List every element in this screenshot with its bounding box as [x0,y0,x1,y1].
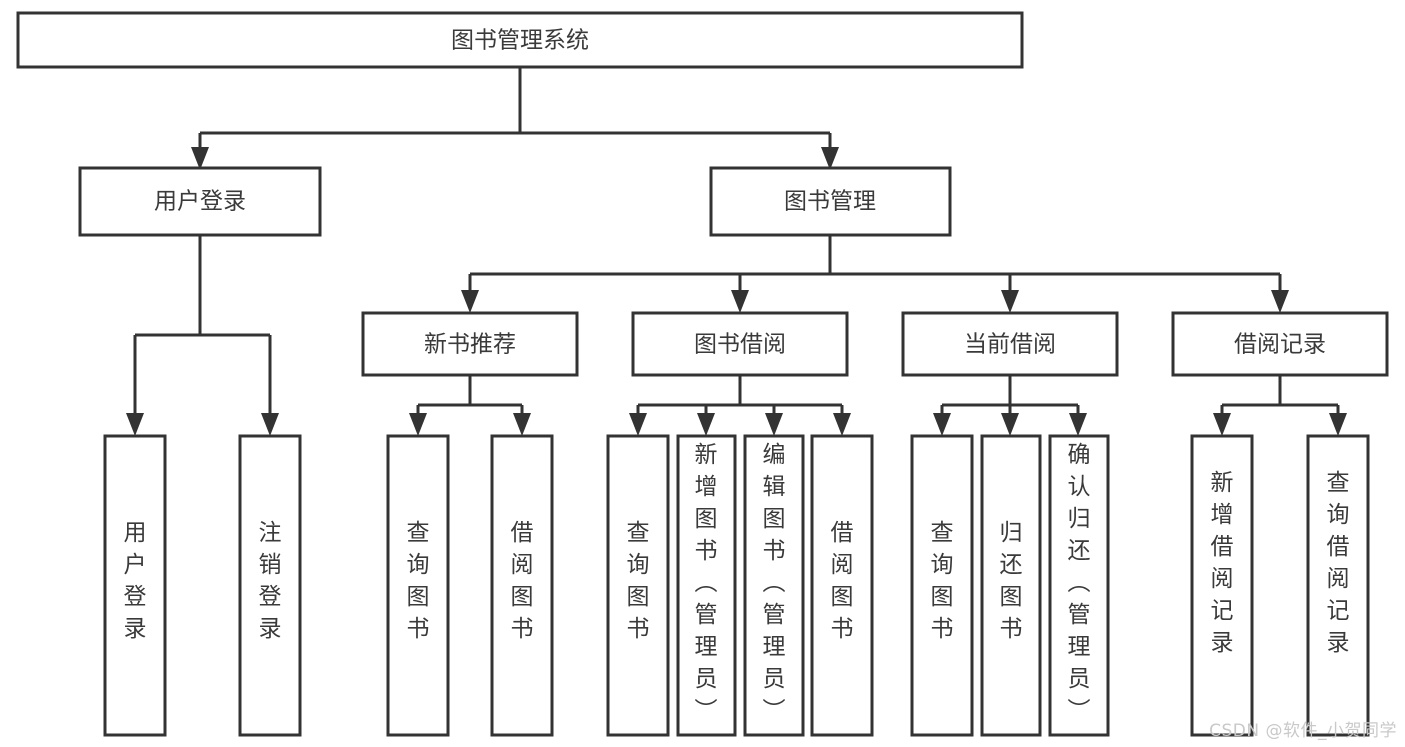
node-leaf-11-label: 确认归还︵管理员︶ [1068,442,1091,724]
node-leaf-2-label: 注销登录 [259,520,282,642]
node-book-manage-label: 图书管理 [784,189,876,215]
node-leaf-7-label: 编辑图书︵管理员︶ [763,442,786,724]
node-current-borrow-label: 当前借阅 [964,332,1056,358]
node-leaf-12-label: 新增借阅记录 [1211,470,1234,656]
node-leaf-6-box[interactable] [676,434,737,737]
node-leaf-6[interactable]: 新增图书︵管理员︶ [676,434,737,737]
arrow-borrow-record-to-leaf-13 [1329,413,1347,436]
arrow-user-login-to-leaf-1 [126,413,144,436]
arrow-book-manage-to-book-borrow [731,290,749,313]
node-leaf-10[interactable]: 归还图书 [980,434,1042,737]
node-leaf-2[interactable]: 注销登录 [238,434,302,737]
node-leaf-13-label: 查询借阅记录 [1327,470,1350,656]
arrow-book-borrow-to-leaf-6 [697,413,715,436]
node-book-borrow-box[interactable] [631,311,849,377]
node-leaf-6-label: 新增图书︵管理员︶ [695,442,718,724]
node-leaf-4-box[interactable] [490,434,554,737]
node-root-label: 图书管理系统 [451,28,589,54]
node-leaf-12[interactable]: 新增借阅记录 [1190,434,1254,737]
node-leaf-13-box[interactable] [1306,434,1370,737]
node-leaf-5-box[interactable] [606,434,670,737]
arrow-root-to-user-login [191,147,209,170]
node-current-borrow-box[interactable] [901,311,1119,377]
edge-book-manage-trunk [468,235,1282,295]
node-leaf-5[interactable]: 查询图书 [606,434,670,737]
node-leaf-4-label: 借阅图书 [511,520,534,642]
arrow-borrow-record-to-leaf-12 [1213,413,1231,436]
node-leaf-7-box[interactable] [743,434,805,737]
node-book-borrow[interactable]: 图书借阅 [631,311,849,377]
edge-borrow-record-trunk [1220,375,1340,418]
node-leaf-8[interactable]: 借阅图书 [810,434,874,737]
arrow-book-manage-to-current-borrow [1001,290,1019,313]
arrow-current-borrow-to-leaf-11 [1069,413,1087,436]
node-leaf-9-label: 查询图书 [931,520,954,642]
arrow-current-borrow-to-leaf-9 [933,413,951,436]
arrow-new-book-rec-to-leaf-3 [409,413,427,436]
node-leaf-2-box[interactable] [238,434,302,737]
csdn-watermark: CSDN @软件_小贺同学 [1209,721,1397,741]
node-leaf-11[interactable]: 确认归还︵管理员︶ [1048,434,1110,737]
arrow-book-borrow-to-leaf-5 [629,413,647,436]
node-new-book-rec[interactable]: 新书推荐 [361,311,579,377]
arrow-user-login-to-leaf-2 [261,413,279,436]
leaf-layer: 用户登录 注销登录 查询图书 借阅图书 查询图书 新增图书︵管理员︶ 编辑图书︵… [103,434,1370,737]
node-leaf-1[interactable]: 用户登录 [103,434,167,737]
node-root-box[interactable] [16,11,1024,69]
node-current-borrow[interactable]: 当前借阅 [901,311,1119,377]
node-leaf-1-box[interactable] [103,434,167,737]
node-leaf-9-box[interactable] [910,434,974,737]
edge-new-book-rec-trunk [416,375,524,418]
node-user-login-label: 用户登录 [154,189,246,215]
node-book-borrow-label: 图书借阅 [694,332,786,358]
node-leaf-13[interactable]: 查询借阅记录 [1306,434,1370,737]
node-user-login[interactable]: 用户登录 [78,166,322,237]
node-leaf-8-label: 借阅图书 [831,520,854,642]
node-leaf-8-box[interactable] [810,434,874,737]
arrow-book-borrow-to-leaf-8 [833,413,851,436]
node-new-book-rec-box[interactable] [361,311,579,377]
node-book-manage[interactable]: 图书管理 [709,166,952,237]
node-leaf-3-label: 查询图书 [407,520,430,642]
edge-layer [126,67,1347,436]
node-user-login-box[interactable] [78,166,322,237]
arrow-book-manage-to-borrow-record [1271,290,1289,313]
arrow-current-borrow-to-leaf-10 [1001,413,1019,436]
node-leaf-3[interactable]: 查询图书 [386,434,450,737]
edge-book-borrow-trunk [636,375,844,418]
node-book-manage-box[interactable] [709,166,952,237]
arrow-new-book-rec-to-leaf-4 [513,413,531,436]
edge-current-borrow-trunk [940,375,1080,418]
node-leaf-3-box[interactable] [386,434,450,737]
edge-root-trunk [198,67,832,152]
arrow-root-to-book-manage [821,147,839,170]
node-leaf-9[interactable]: 查询图书 [910,434,974,737]
node-borrow-record[interactable]: 借阅记录 [1171,311,1389,377]
edge-user-login-trunk [133,235,272,418]
node-leaf-7[interactable]: 编辑图书︵管理员︶ [743,434,805,737]
node-borrow-record-label: 借阅记录 [1234,332,1326,358]
node-leaf-5-label: 查询图书 [627,520,650,642]
arrow-book-manage-to-new-book-rec [461,290,479,313]
node-leaf-1-label: 用户登录 [124,520,147,642]
node-borrow-record-box[interactable] [1171,311,1389,377]
node-leaf-10-box[interactable] [980,434,1042,737]
node-leaf-4[interactable]: 借阅图书 [490,434,554,737]
node-new-book-rec-label: 新书推荐 [424,332,516,358]
arrow-book-borrow-to-leaf-7 [765,413,783,436]
node-leaf-10-label: 归还图书 [1000,520,1023,642]
node-leaf-12-box[interactable] [1190,434,1254,737]
node-leaf-11-box[interactable] [1048,434,1110,737]
node-root[interactable]: 图书管理系统 [16,11,1024,69]
